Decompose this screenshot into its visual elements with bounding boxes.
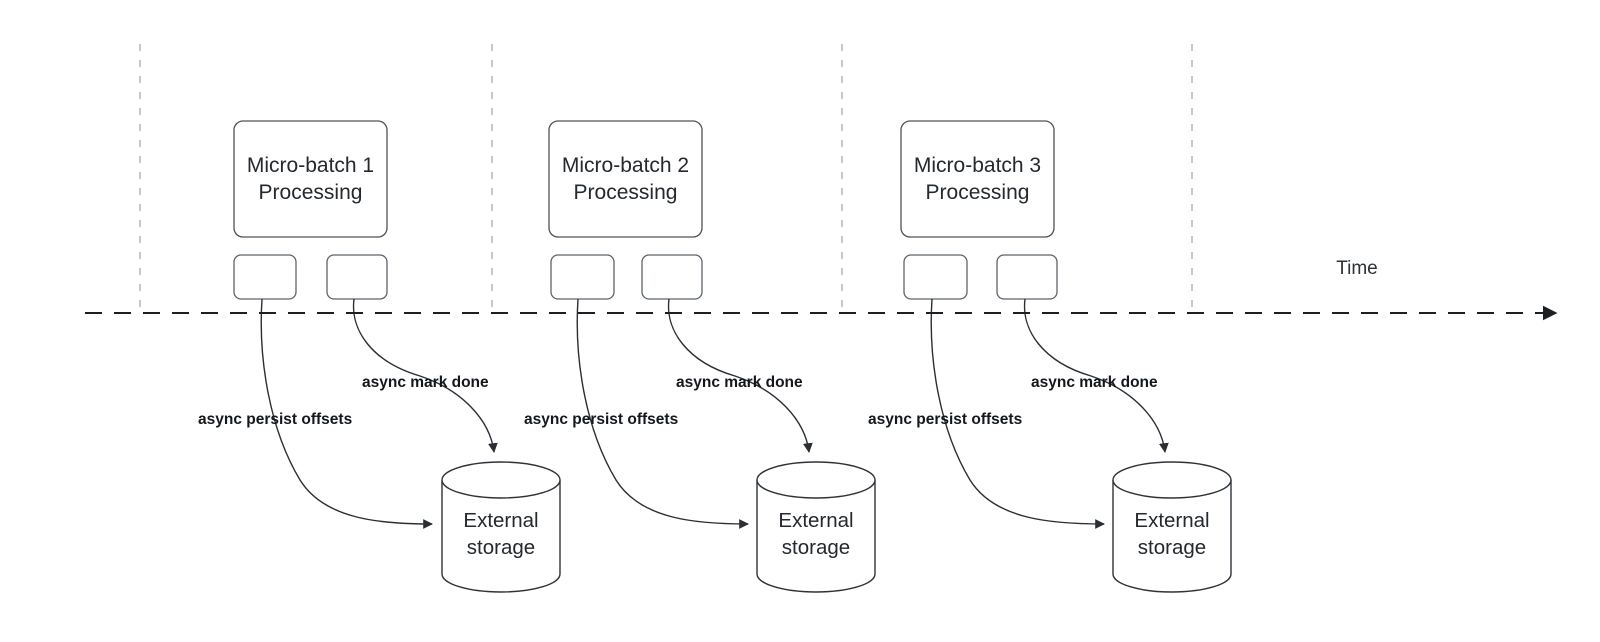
mark-done-task-box-2[interactable]	[641, 254, 703, 300]
storage-cylinder-top-2	[756, 461, 876, 499]
offsets-task-box-1[interactable]	[233, 254, 297, 300]
micro-batch-group-3: Micro-batch 3 Processing async persist o…	[868, 120, 1232, 593]
time-axis: Time	[85, 258, 1558, 321]
storage-label-line2-2: storage	[782, 536, 850, 559]
micro-batch-1-label-line2: Processing	[259, 181, 363, 204]
external-storage-cylinder-3[interactable]: External storage	[1112, 461, 1232, 593]
external-storage-cylinder-1[interactable]: External storage	[441, 461, 561, 593]
micro-batch-3-box[interactable]	[900, 120, 1055, 238]
micro-batch-3-label-line1: Micro-batch 3	[914, 154, 1041, 177]
micro-batch-2-box[interactable]	[548, 120, 703, 238]
storage-cylinder-body-2	[756, 480, 876, 593]
storage-label-line1-3: External	[1134, 509, 1209, 532]
async-persist-offsets-edge-3	[930, 298, 1105, 529]
guide-lines	[139, 44, 1193, 315]
mark-done-task-box-1[interactable]	[326, 254, 388, 300]
mark-done-task-box-3[interactable]	[996, 254, 1058, 300]
external-storage-cylinder-2[interactable]: External storage	[756, 461, 876, 593]
storage-label-line1-1: External	[463, 509, 538, 532]
micro-batch-1-label-line1: Micro-batch 1	[247, 154, 374, 177]
async-mark-done-edge-2	[667, 298, 813, 453]
storage-label-line1-2: External	[778, 509, 853, 532]
offsets-task-box-3[interactable]	[903, 254, 968, 300]
storage-label-line2-3: storage	[1138, 536, 1206, 559]
micro-batch-2-label-line2: Processing	[574, 181, 678, 204]
micro-batch-group-1: Micro-batch 1 Processing async persist o…	[198, 120, 561, 593]
async-persist-offsets-label-2: async persist offsets	[524, 411, 678, 428]
async-persist-offsets-edge-1	[260, 298, 433, 529]
offsets-task-box-2[interactable]	[550, 254, 615, 300]
async-mark-done-edge-3	[1023, 298, 1169, 453]
async-persist-offsets-label-3: async persist offsets	[868, 411, 1022, 428]
storage-cylinder-top-3	[1112, 461, 1232, 499]
async-mark-done-label-2: async mark done	[676, 374, 803, 391]
storage-cylinder-body-1	[441, 480, 561, 593]
storage-cylinder-body-3	[1112, 480, 1232, 593]
micro-batch-group-2: Micro-batch 2 Processing async persist o…	[524, 120, 876, 593]
micro-batch-3-label-line2: Processing	[926, 181, 1030, 204]
storage-cylinder-top-1	[441, 461, 561, 499]
async-mark-done-label-3: async mark done	[1031, 374, 1158, 391]
async-mark-done-edge-1	[352, 298, 498, 453]
async-mark-done-label-1: async mark done	[362, 374, 489, 391]
async-persist-offsets-label-1: async persist offsets	[198, 411, 352, 428]
storage-label-line2-1: storage	[467, 536, 535, 559]
micro-batch-1-box[interactable]	[233, 120, 388, 238]
micro-batch-2-label-line1: Micro-batch 2	[562, 154, 689, 177]
time-axis-label: Time	[1336, 258, 1378, 279]
async-persist-offsets-edge-2	[576, 298, 749, 529]
